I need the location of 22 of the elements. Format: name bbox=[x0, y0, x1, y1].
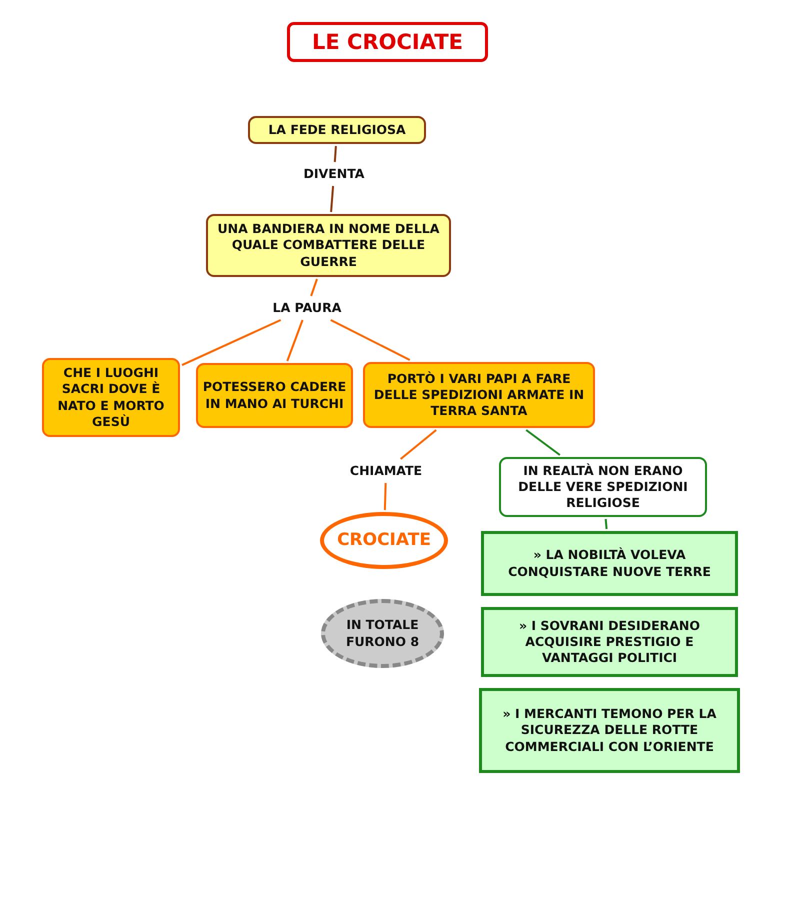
concept-box: » I MERCANTI TEMONO PER LA SICUREZZA DELLE ROTTE COMMERCIALI CON L’ORIENTE bbox=[479, 688, 740, 773]
concept-box: » LA NOBILTÀ VOLEVA CONQUISTARE NUOVE TERRE bbox=[481, 531, 738, 596]
concept-oval: IN TOTALE FURONO 8 bbox=[321, 599, 444, 668]
connector-line bbox=[604, 518, 608, 530]
connector-line bbox=[526, 429, 560, 456]
concept-box: PORTÒ I VARI PAPI A FARE DELLE SPEDIZIONI ARMATE IN TERRA SANTA bbox=[363, 362, 595, 428]
concept-box: LA FEDE RELIGIOSA bbox=[248, 116, 426, 144]
concept-oval: CROCIATE bbox=[320, 512, 448, 569]
connector-line bbox=[384, 482, 387, 510]
concept-box: UNA BANDIERA IN NOME DELLA QUALE COMBATTERE DELLE GUERRE bbox=[206, 214, 451, 277]
concept-box: CHE I LUOGHI SACRI DOVE È NATO E MORTO GESÙ bbox=[42, 358, 180, 437]
concept-box: POTESSERO CADERE IN MANO AI TURCHI bbox=[196, 363, 353, 428]
concept-box: » I SOVRANI DESIDERANO ACQUISIRE PRESTIGIO E VANTAGGI POLITICI bbox=[481, 607, 738, 677]
concept-box: IN REALTÀ NON ERANO DELLE VERE SPEDIZIONI RELIGIOSE bbox=[499, 457, 707, 517]
connector-line bbox=[310, 278, 318, 296]
connector-line bbox=[182, 319, 282, 366]
connector-line bbox=[330, 319, 410, 361]
connector-line bbox=[330, 186, 334, 212]
title-box: LE CROCIATE bbox=[287, 22, 488, 62]
connector-line bbox=[286, 320, 304, 362]
connector-line bbox=[400, 429, 437, 460]
connector-line bbox=[334, 146, 337, 162]
